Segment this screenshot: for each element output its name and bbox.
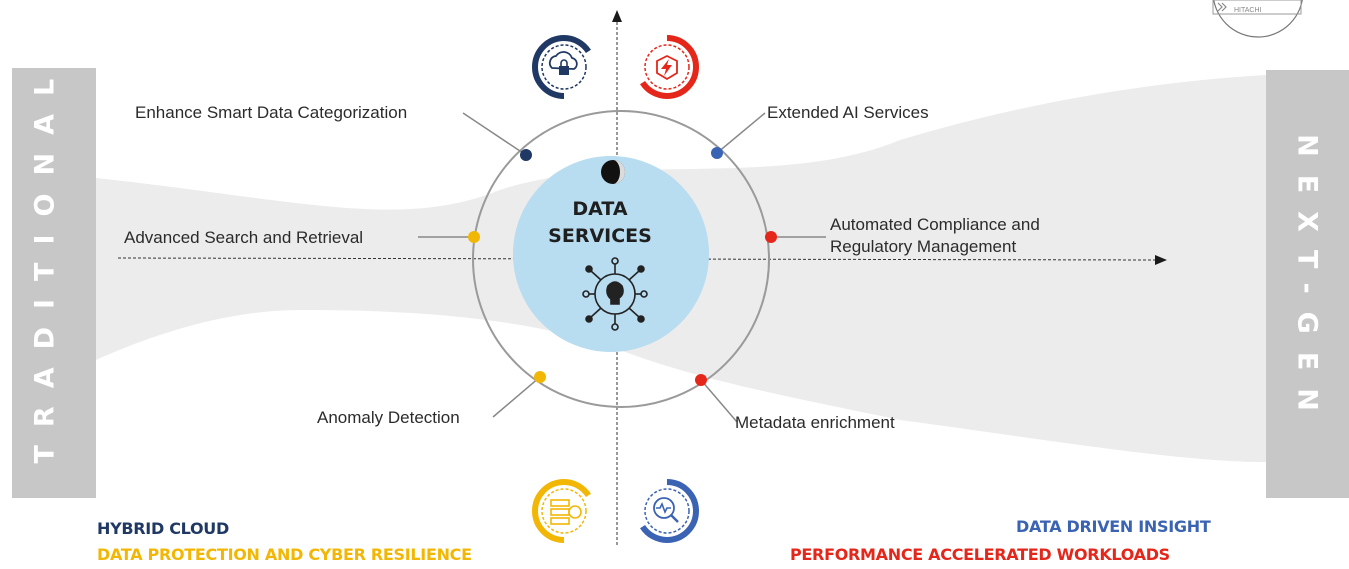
next-gen-panel [1266, 70, 1349, 498]
analytics-search-icon [635, 479, 699, 543]
label-compliance: Automated Compliance and Regulatory Mana… [830, 214, 1040, 258]
node-dot-search [468, 231, 480, 243]
lightning-shield-icon [635, 35, 699, 99]
vertical-axis-arrow [612, 10, 622, 22]
label-categorization: Enhance Smart Data Categorization [135, 103, 408, 122]
connector-line [716, 112, 766, 154]
node-dot-anomaly [534, 371, 546, 383]
label-anomaly: Anomaly Detection [317, 408, 460, 427]
label-search: Advanced Search and Retrieval [124, 228, 364, 247]
traditional-label: TRADITIONAL [29, 60, 61, 464]
center-title-line2: SERVICES [548, 225, 652, 247]
connector-line [492, 376, 541, 418]
horizontal-axis [117, 257, 1156, 261]
outer-ring [472, 110, 770, 408]
next-gen-label: NEXT-GEN [1291, 134, 1323, 429]
node-dot-ai-services [711, 147, 723, 159]
ai-brain-network-icon [582, 257, 648, 331]
horizontal-axis-arrow [1155, 255, 1167, 265]
node-dot-metadata [695, 374, 707, 386]
connector-line [462, 112, 527, 156]
legend-data-protection: DATA PROTECTION AND CYBER RESILIENCE [97, 545, 472, 564]
center-title-line1: DATA [572, 198, 628, 220]
connector-line [700, 379, 738, 423]
legend-data-driven: DATA DRIVEN INSIGHT [1016, 517, 1211, 536]
legend-hybrid-cloud: HYBRID CLOUD [97, 519, 229, 538]
server-shield-icon [532, 479, 596, 543]
legend-performance: PERFORMANCE ACCELERATED WORKLOADS [790, 545, 1170, 564]
label-ai-services: Extended AI Services [767, 103, 929, 122]
label-compliance-line1: Automated Compliance and [830, 215, 1040, 234]
hitachi-logo-text: HITACHI [1234, 7, 1262, 14]
hitachi-logo: HITACHI [1212, 0, 1303, 38]
label-metadata: Metadata enrichment [735, 413, 895, 432]
half-moon-icon [601, 160, 625, 184]
node-dot-compliance [765, 231, 777, 243]
center-circle [513, 156, 709, 352]
label-compliance-line2: Regulatory Management [830, 237, 1017, 256]
center-title: DATA SERVICES [520, 196, 680, 250]
cloud-lock-icon [532, 35, 596, 99]
traditional-panel [12, 68, 96, 498]
node-dot-categorization [520, 149, 532, 161]
